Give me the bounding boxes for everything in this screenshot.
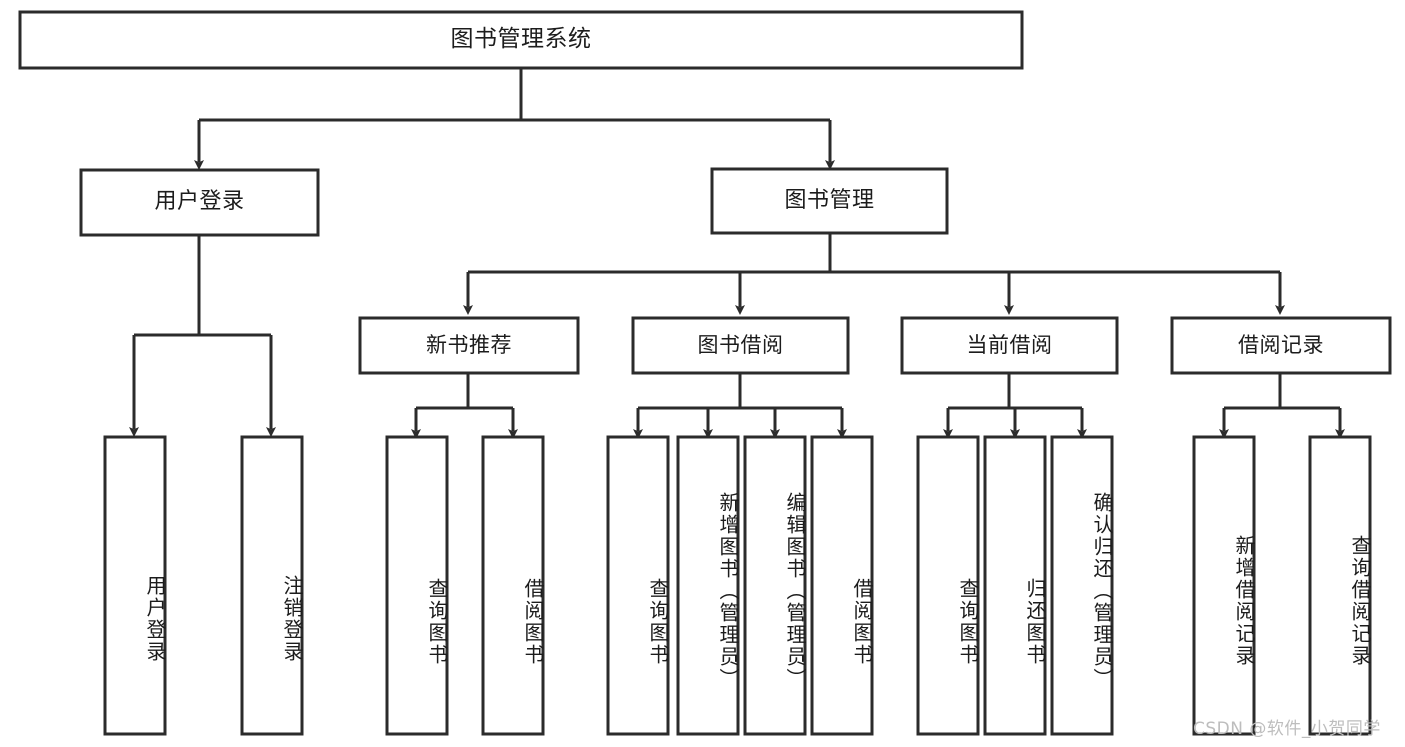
leaf-box-confirm-return-admin[interactable] — [1050, 435, 1114, 736]
leaf-box-edit-book-admin[interactable] — [743, 435, 807, 736]
connector-group-borrow-book — [633, 373, 847, 439]
node-box-book-borrow[interactable] — [631, 316, 850, 375]
node-box-borrow-record[interactable] — [1170, 316, 1392, 375]
leaf-box-query-book-1[interactable] — [385, 435, 449, 736]
connector-group-user-login — [129, 235, 276, 437]
leaf-box-logout[interactable] — [240, 435, 304, 736]
connector-group-root — [194, 68, 835, 170]
node-box-root[interactable] — [18, 10, 1024, 70]
leaf-box-borrow-book-1[interactable] — [481, 435, 545, 736]
connector-group-borrow-record — [1219, 373, 1345, 439]
leaf-box-add-borrow-record[interactable] — [1192, 435, 1256, 736]
node-box-user-login[interactable] — [79, 168, 320, 237]
leaf-box-return-book[interactable] — [983, 435, 1047, 736]
leaf-box-borrow-book-2[interactable] — [810, 435, 874, 736]
connector-group-current-borrow — [943, 373, 1087, 439]
node-box-new-book-recommend[interactable] — [358, 316, 580, 375]
node-box-current-borrow[interactable] — [900, 316, 1119, 375]
leaf-box-query-book-3[interactable] — [916, 435, 980, 736]
leaf-box-add-book-admin[interactable] — [676, 435, 740, 736]
leaf-box-query-borrow-record[interactable] — [1308, 435, 1372, 736]
leaf-box-query-book-2[interactable] — [606, 435, 670, 736]
connector-group-book-management — [463, 233, 1285, 315]
connector-group-new-book — [411, 373, 518, 439]
leaf-box-user-login[interactable] — [103, 435, 167, 736]
csdn-watermark: CSDN @软件_小贺同学 — [1193, 719, 1381, 739]
node-box-book-management[interactable] — [710, 167, 949, 235]
